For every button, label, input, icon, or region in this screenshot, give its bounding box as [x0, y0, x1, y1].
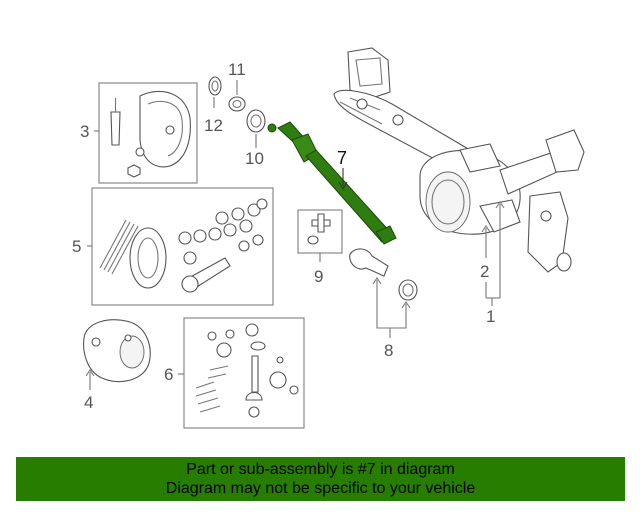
bearing-rings	[178, 198, 268, 265]
parts-diagram: 3 5	[72, 47, 585, 429]
banner-line-part: Part or sub-assembly is #7 in diagram	[186, 461, 455, 478]
callout-11: 11	[228, 60, 246, 79]
ring-gear	[129, 227, 167, 289]
stub-shaft-8[interactable]	[349, 248, 418, 301]
stub-shaft	[349, 248, 389, 277]
callout-4: 4	[84, 393, 93, 412]
washer-11[interactable]	[228, 96, 246, 112]
callout-5: 5	[72, 237, 81, 256]
diff-case-4[interactable]	[83, 319, 151, 383]
group-box-6	[183, 317, 305, 429]
diff-cover	[139, 90, 191, 168]
callout-7: 7	[337, 148, 347, 168]
ring-gear-bolts	[99, 219, 139, 275]
cover-group-3[interactable]	[98, 82, 198, 184]
callout-9: 9	[314, 267, 323, 286]
fill-plug	[127, 164, 141, 178]
cover-face	[425, 171, 471, 233]
callout-8: 8	[384, 341, 393, 360]
callout-2: 2	[480, 262, 489, 281]
seal-10[interactable]	[246, 109, 266, 133]
gear-group-5[interactable]	[91, 187, 274, 306]
info-banner: Part or sub-assembly is #7 in diagram Di…	[16, 457, 625, 501]
stub-seal	[398, 279, 418, 301]
sealant-tube	[110, 111, 121, 146]
spider-gear-group-6[interactable]	[183, 317, 305, 429]
axle-shaft-7[interactable]	[267, 121, 397, 245]
callout-10: 10	[245, 149, 264, 168]
callout-3: 3	[80, 122, 89, 141]
u-joint-9[interactable]	[297, 209, 343, 254]
banner-line-disclaimer: Diagram may not be specific to your vehi…	[165, 480, 476, 497]
cover-bolt	[135, 147, 145, 157]
seal-12[interactable]	[208, 76, 222, 96]
cross-pin-bolts	[195, 365, 229, 413]
group-box-3	[98, 82, 198, 184]
callout-12: 12	[204, 116, 223, 135]
spider-gears	[207, 323, 299, 418]
axle-housing-1[interactable]	[333, 47, 585, 273]
callout-6: 6	[164, 365, 173, 384]
callout-1: 1	[486, 307, 495, 326]
